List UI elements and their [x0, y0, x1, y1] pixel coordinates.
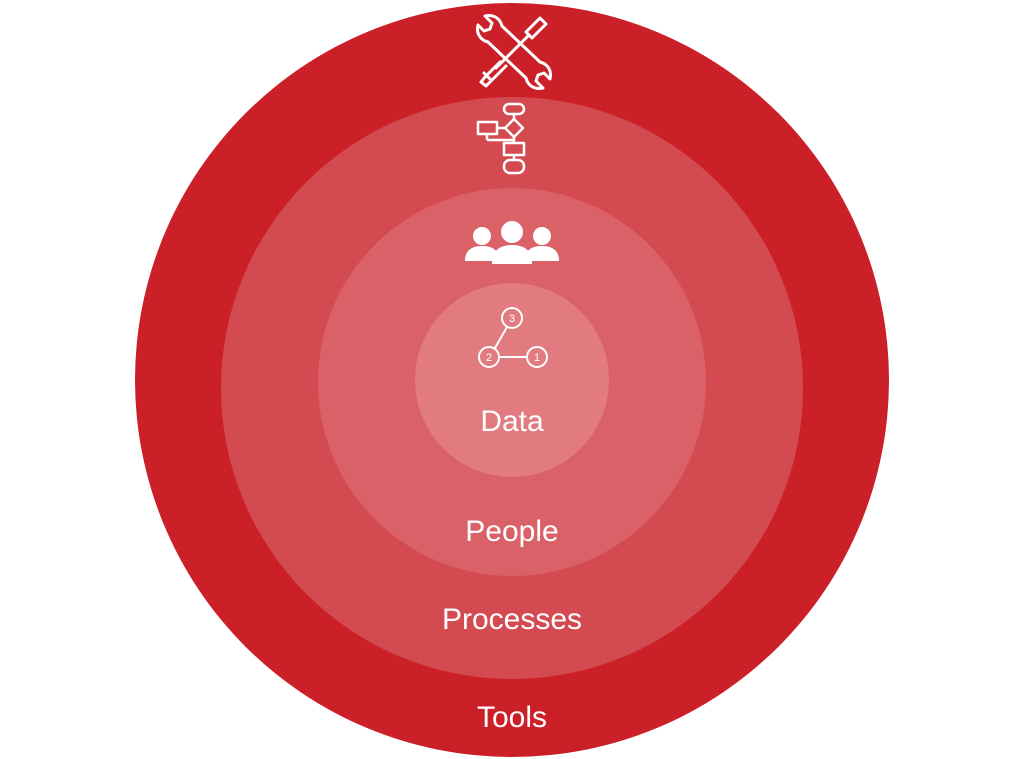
- node-3-circle: [501, 307, 523, 329]
- numbered-nodes-icon: 3 2 1: [478, 307, 548, 368]
- flowchart-icon: [476, 102, 526, 175]
- data-circle: [415, 283, 609, 477]
- node-2-label: 2: [486, 352, 492, 364]
- node-3-label: 3: [509, 313, 515, 325]
- people-label: People: [465, 515, 558, 548]
- tools-label: Tools: [477, 701, 547, 734]
- data-label: Data: [480, 405, 544, 438]
- node-1-label: 1: [534, 352, 540, 364]
- tools-icon: [476, 14, 552, 90]
- processes-label: Processes: [442, 603, 582, 636]
- people-icon: [465, 221, 559, 264]
